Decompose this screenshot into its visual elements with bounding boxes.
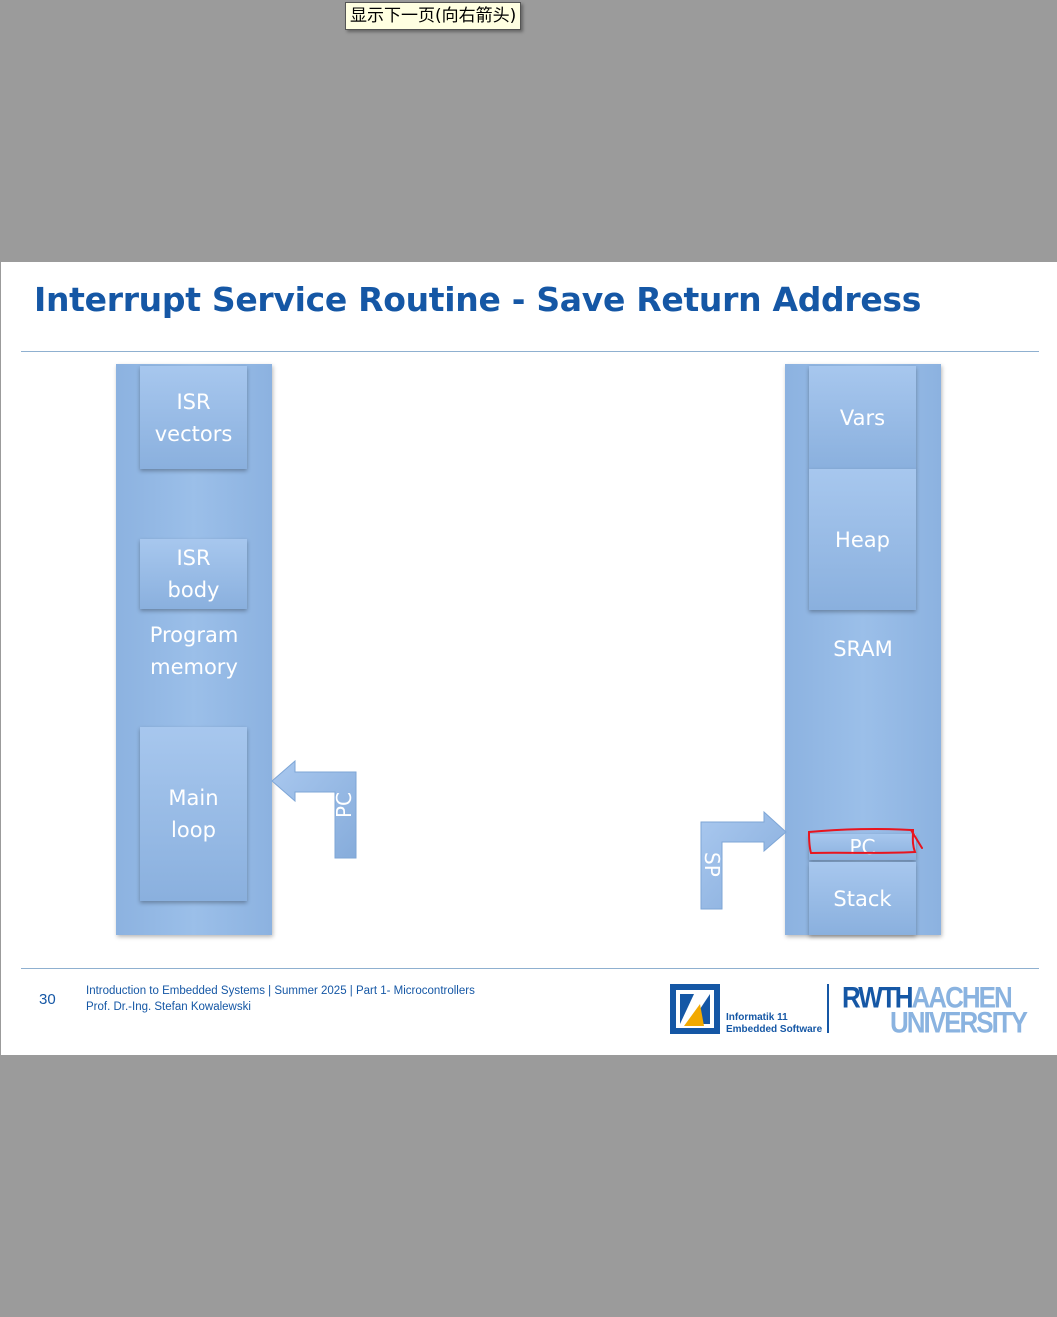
informatik11-logo-line1: Informatik 11	[726, 1012, 788, 1023]
stack-label: Stack	[833, 886, 892, 911]
rwth-logo-university: UNIVERSITY	[890, 1005, 1028, 1040]
program-memory-label: Program memory	[149, 623, 239, 679]
pc-arrow	[271, 759, 357, 859]
rwth-logo-bottom: UNIVERSITY	[890, 1005, 1028, 1041]
sp-arrow-label: SP	[700, 852, 724, 877]
isr-body-block: ISR body	[140, 539, 247, 609]
page-number: 30	[39, 991, 56, 1008]
stack-block: Stack	[809, 862, 916, 935]
vars-block: Vars	[809, 366, 916, 469]
isr-vectors-block: ISR vectors	[140, 366, 247, 469]
footer-course-line: Introduction to Embedded Systems | Summe…	[86, 985, 475, 997]
footer-divider	[21, 968, 1039, 969]
informatik11-logo-line2: Embedded Software	[726, 1024, 823, 1035]
main-loop-block: Main loop	[140, 727, 247, 901]
pc-stack-entry: PC	[809, 834, 916, 860]
main-loop-label: Main loop	[168, 786, 219, 842]
pc-stack-entry-label: PC	[849, 835, 876, 859]
slide: Interrupt Service Routine - Save Return …	[1, 262, 1057, 1055]
informatik11-logo-icon	[670, 984, 720, 1034]
vars-label: Vars	[839, 405, 886, 430]
title-divider	[21, 351, 1039, 352]
pc-arrow-label: PC	[332, 791, 356, 818]
rwth-logo-rwth: RWTH	[842, 980, 914, 1015]
isr-vectors-label: ISR vectors	[154, 389, 233, 446]
rwth-logo-top: RWTHAACHEN	[842, 980, 1013, 1016]
logo-divider	[827, 984, 829, 1033]
isr-body-label: ISR body	[167, 546, 220, 602]
slide-title: Interrupt Service Routine - Save Return …	[34, 280, 922, 319]
sp-arrow	[700, 810, 787, 910]
heap-block: Heap	[809, 469, 916, 610]
footer-author-line: Prof. Dr.-Ing. Stefan Kowalewski	[86, 1001, 251, 1013]
sram-label: SRAM	[833, 637, 893, 661]
rwth-logo-aachen: AACHEN	[911, 980, 1013, 1015]
heap-label: Heap	[835, 527, 890, 552]
red-annotation-mark	[807, 827, 923, 855]
next-page-tooltip: 显示下一页(向右箭头)	[345, 2, 522, 30]
